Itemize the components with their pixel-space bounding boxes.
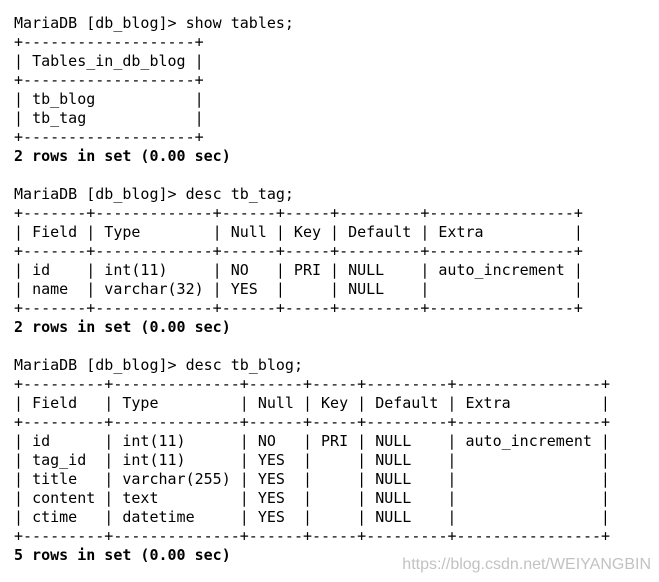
command-line: MariaDB [db_blog]> show tables; xyxy=(14,14,610,33)
cell-key: PRI xyxy=(321,432,349,450)
result-summary: 2 rows in set (0.00 sec) xyxy=(14,147,231,165)
column-header-default: Default xyxy=(375,394,439,412)
cell-key xyxy=(321,451,348,470)
result-summary: 5 rows in set (0.00 sec) xyxy=(14,546,231,564)
column-header-extra: Extra xyxy=(465,394,511,412)
cell-default: NULL xyxy=(375,432,412,450)
command-text: show tables; xyxy=(185,14,294,32)
result-summary: 2 rows in set (0.00 sec) xyxy=(14,318,231,336)
cell-field: name xyxy=(32,280,69,298)
cell-extra xyxy=(465,470,591,489)
table-border: +-------+-------------+------+-----+----… xyxy=(14,242,583,260)
column-header-field: Field xyxy=(32,394,78,412)
cell-type: datetime xyxy=(122,508,195,526)
cell-tables-in-db-blog: tb_blog xyxy=(32,90,96,108)
command-text: desc tb_blog; xyxy=(185,356,303,374)
table-border: +-------+-------------+------+-----+----… xyxy=(14,299,583,317)
column-header-key: Key xyxy=(293,223,322,241)
cell-extra xyxy=(465,451,591,470)
table-header-row: | Field | Type | Null | Key | Default | … xyxy=(14,394,610,412)
table-row: | ctime | datetime | YES | | NULL | | xyxy=(14,508,610,527)
column-header-type: Type xyxy=(104,223,141,241)
cell-default: NULL xyxy=(348,261,385,279)
column-header-null: Null xyxy=(257,394,294,412)
cell-field: id xyxy=(32,432,51,450)
cell-field: tag_id xyxy=(32,451,87,469)
table-border: +-------------------+ xyxy=(14,71,204,89)
table-row: | title | varchar(255) | YES | | NULL | … xyxy=(14,470,610,489)
cell-key xyxy=(294,280,321,299)
cell-null: NO xyxy=(230,261,249,279)
cell-null: YES xyxy=(257,489,285,507)
prompt: MariaDB [db_blog]> xyxy=(14,14,177,32)
cell-field: id xyxy=(32,261,51,279)
cell-key xyxy=(321,489,348,508)
table-border: +-------------------+ xyxy=(14,33,204,51)
table-row: | name | varchar(32) | YES | | NULL | | xyxy=(14,280,583,299)
cell-type: int(11) xyxy=(122,432,186,450)
cell-null: NO xyxy=(257,432,276,450)
command-line: MariaDB [db_blog]> desc tb_tag; xyxy=(14,185,610,204)
column-header-extra: Extra xyxy=(438,223,484,241)
cell-null: YES xyxy=(257,470,285,488)
cell-field: ctime xyxy=(32,508,78,526)
cell-tables-in-db-blog: tb_tag xyxy=(32,109,87,127)
blank-line xyxy=(14,337,610,356)
table-row: | content | text | YES | | NULL | | xyxy=(14,489,610,508)
column-header-tables-in-db-blog: Tables_in_db_blog xyxy=(32,52,186,70)
cell-extra: auto_increment xyxy=(465,432,592,450)
cell-null: YES xyxy=(257,508,285,526)
cell-default: NULL xyxy=(375,508,412,526)
table-row: | tag_id | int(11) | YES | | NULL | | xyxy=(14,451,610,470)
cell-null: YES xyxy=(230,280,258,298)
table-row: | tb_tag | xyxy=(14,109,204,127)
column-header-type: Type xyxy=(122,394,159,412)
blank-line xyxy=(14,166,610,185)
table-header-row: | Field | Type | Null | Key | Default | … xyxy=(14,223,583,241)
table-border: +---------+--------------+------+-----+-… xyxy=(14,527,611,545)
cell-field: content xyxy=(32,489,96,507)
cell-extra xyxy=(465,489,591,508)
table-border: +-------+-------------+------+-----+----… xyxy=(14,204,583,222)
table-border: +---------+--------------+------+-----+-… xyxy=(14,413,611,431)
watermark: https://blog.csdn.net/WEIYANGBIN xyxy=(402,556,651,573)
column-header-key: Key xyxy=(321,394,349,412)
cell-default: NULL xyxy=(375,489,412,507)
table-border: +---------+--------------+------+-----+-… xyxy=(14,375,611,393)
cell-key xyxy=(321,470,348,489)
column-header-default: Default xyxy=(348,223,412,241)
table-row: | tb_blog | xyxy=(14,90,204,108)
cell-type: int(11) xyxy=(122,451,186,469)
command-text: desc tb_tag; xyxy=(185,185,294,203)
table-row: | id | int(11) | NO | PRI | NULL | auto_… xyxy=(14,261,583,279)
cell-key xyxy=(321,508,348,527)
column-header-field: Field xyxy=(32,223,78,241)
table-border: +-------------------+ xyxy=(14,128,204,146)
prompt: MariaDB [db_blog]> xyxy=(14,356,177,374)
cell-extra xyxy=(465,508,591,527)
cell-type: varchar(255) xyxy=(122,470,231,488)
cell-key: PRI xyxy=(293,261,322,279)
cell-type: varchar(32) xyxy=(104,280,204,298)
cell-default: NULL xyxy=(375,451,412,469)
cell-type: text xyxy=(122,489,159,507)
table-header-row: | Tables_in_db_blog | xyxy=(14,52,204,70)
cell-default: NULL xyxy=(348,280,385,298)
cell-extra: auto_increment xyxy=(438,261,565,279)
cell-default: NULL xyxy=(375,470,412,488)
cell-field: title xyxy=(32,470,78,488)
terminal-output: MariaDB [db_blog]> show tables;+--------… xyxy=(14,14,610,565)
cell-type: int(11) xyxy=(104,261,168,279)
table-row: | id | int(11) | NO | PRI | NULL | auto_… xyxy=(14,432,610,450)
cell-null: YES xyxy=(257,451,285,469)
command-line: MariaDB [db_blog]> desc tb_blog; xyxy=(14,356,610,375)
cell-extra xyxy=(438,280,564,299)
prompt: MariaDB [db_blog]> xyxy=(14,185,177,203)
column-header-null: Null xyxy=(230,223,267,241)
